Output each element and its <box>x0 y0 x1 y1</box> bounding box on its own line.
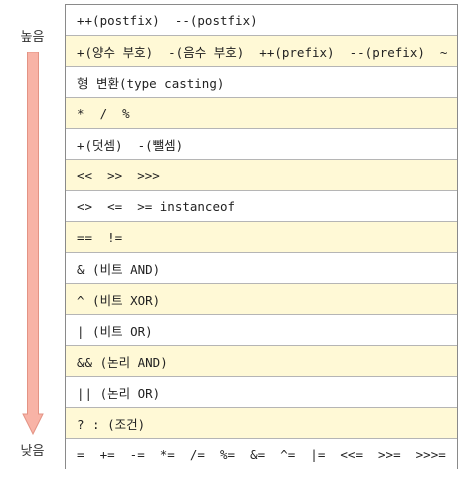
table-row: == != <box>66 222 457 253</box>
table-row: & (비트 AND) <box>66 253 457 284</box>
table-row: * / % <box>66 98 457 129</box>
table-row: +(양수 부호) -(음수 부호) ++(prefix) --(prefix) … <box>66 36 457 67</box>
table-row: <> <= >= instanceof <box>66 191 457 222</box>
table-row: | (비트 OR) <box>66 315 457 346</box>
table-row: = += -= *= /= %= &= ^= |= <<= >>= >>>= <box>66 439 457 469</box>
table-row: && (논리 AND) <box>66 346 457 377</box>
precedence-table: ++(postfix) --(postfix)+(양수 부호) -(음수 부호)… <box>65 4 458 469</box>
table-row: +(덧셈) -(뺄셈) <box>66 129 457 160</box>
table-row: ? : (조건) <box>66 408 457 439</box>
table-row: ++(postfix) --(postfix) <box>66 5 457 36</box>
table-row: ^ (비트 XOR) <box>66 284 457 315</box>
table-row: << >> >>> <box>66 160 457 191</box>
down-arrow-icon <box>22 52 44 435</box>
precedence-axis: 높음 낮음 <box>0 0 65 479</box>
label-low: 낮음 <box>20 444 45 459</box>
table-row: || (논리 OR) <box>66 377 457 408</box>
label-high: 높음 <box>20 30 45 45</box>
table-row: 형 변환(type casting) <box>66 67 457 98</box>
